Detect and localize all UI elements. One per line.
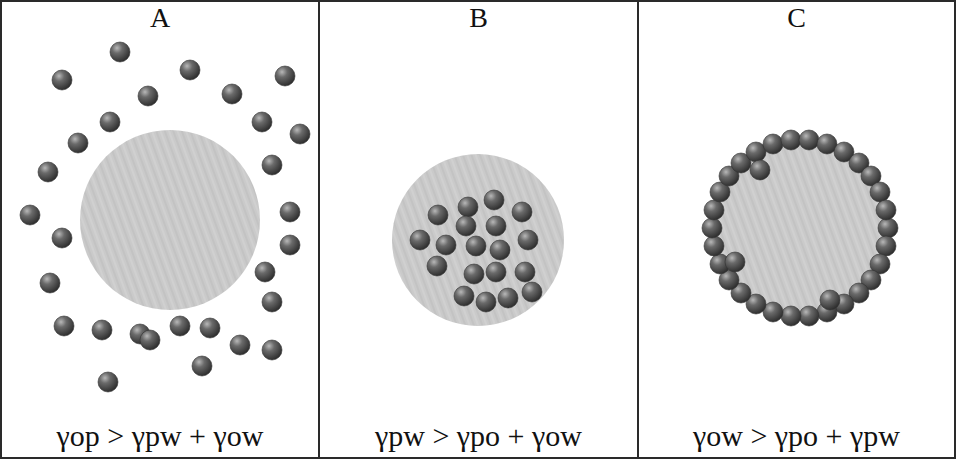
particle [54, 316, 74, 336]
particle [522, 282, 542, 302]
particle [763, 134, 783, 154]
particles-dispersed-oil [410, 190, 542, 312]
particles-dispersed-water [20, 42, 310, 392]
particle [262, 340, 282, 360]
particle [456, 216, 476, 236]
particle [427, 256, 447, 276]
oil-droplet [80, 130, 260, 310]
particle [436, 235, 456, 255]
particle [20, 205, 40, 225]
particle [92, 320, 112, 340]
particle [781, 130, 801, 150]
particle [255, 262, 275, 282]
particle [498, 288, 518, 308]
particle [280, 202, 300, 222]
particle [750, 160, 770, 180]
particle [290, 124, 310, 144]
oil-droplet [392, 154, 564, 326]
particle [200, 318, 220, 338]
inequality-label: γop > γpw + γow [54, 421, 267, 451]
particle [466, 236, 486, 256]
particle [52, 228, 72, 248]
particle [781, 306, 801, 326]
particle [702, 218, 722, 238]
particle [68, 133, 88, 153]
particle [180, 60, 200, 80]
particle [230, 335, 250, 355]
particle [138, 86, 158, 106]
particle [464, 264, 484, 284]
particle [512, 202, 532, 222]
particle [252, 112, 272, 132]
particle [40, 273, 60, 293]
particle [98, 372, 118, 392]
particle [262, 155, 282, 175]
particle [820, 290, 840, 310]
particle [458, 197, 478, 217]
particle [222, 84, 242, 104]
inequality-label: γow > γpo + γpw [690, 421, 903, 451]
panel-letter: C [787, 4, 806, 32]
particle [192, 356, 212, 376]
particle [275, 66, 295, 86]
particle [454, 286, 474, 306]
panel-box: Aγop > γpw + γow [0, 0, 320, 459]
panel-box: Bγpw > γpo + γow [318, 0, 639, 459]
particle [100, 112, 120, 132]
oil-droplet [712, 140, 888, 316]
particle [110, 42, 130, 62]
particle [725, 252, 745, 272]
particle [876, 200, 896, 220]
particle [486, 262, 506, 282]
particle [428, 205, 448, 225]
particles-at-interface [702, 130, 898, 326]
panel-letter: B [469, 4, 488, 32]
particle [490, 240, 510, 260]
particle [476, 292, 496, 312]
particle [486, 216, 506, 236]
inequality-label: γpw > γpo + γow [372, 421, 585, 451]
particle [170, 316, 190, 336]
particle [799, 306, 819, 326]
panel-box: Cγow > γpo + γpw [637, 0, 956, 459]
particle [484, 190, 504, 210]
particle [280, 235, 300, 255]
particle [410, 230, 430, 250]
particle [876, 236, 896, 256]
particle [518, 230, 538, 250]
particle [704, 200, 724, 220]
particle [262, 292, 282, 312]
particle [515, 262, 535, 282]
particle [38, 162, 58, 182]
particle [878, 218, 898, 238]
particle [799, 130, 819, 150]
panel-letter: A [150, 4, 170, 32]
particle [704, 236, 724, 256]
particle [140, 330, 160, 350]
particle [870, 182, 890, 202]
particle [52, 70, 72, 90]
